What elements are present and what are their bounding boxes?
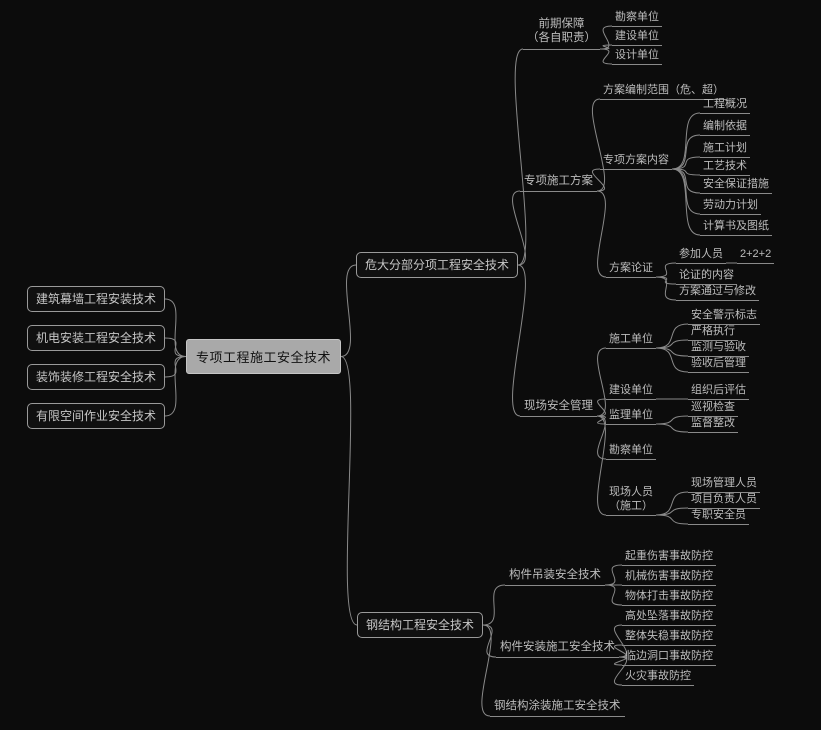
sub-topic[interactable]: 施工计划 xyxy=(700,142,750,158)
branch-line xyxy=(596,190,607,278)
branch-topic[interactable]: 钢结构涂装施工安全技术 xyxy=(490,698,625,718)
sub-topic[interactable]: 项目负责人员 xyxy=(688,493,760,509)
branch-line xyxy=(164,298,187,357)
branch-line xyxy=(655,514,689,525)
sub-topic[interactable]: 专职安全员 xyxy=(688,509,749,525)
branch-line xyxy=(164,337,187,357)
sub-topic[interactable]: 安全警示标志 xyxy=(688,309,760,325)
branch-line xyxy=(604,564,623,586)
sub-topic[interactable]: 监测与验收 xyxy=(688,341,749,357)
sub-topic[interactable]: 计算书及图纸 xyxy=(700,220,772,236)
main-topic[interactable]: 装饰装修工程安全技术 xyxy=(27,364,166,390)
branch-topic[interactable]: 构件安装施工安全技术 xyxy=(496,639,619,659)
branch-line xyxy=(671,168,701,236)
branch-line xyxy=(655,276,677,301)
branch-line xyxy=(482,584,506,626)
sub-topic[interactable]: 物体打击事故防控 xyxy=(622,590,716,606)
sub-topic[interactable]: 安全保证措施 xyxy=(700,178,772,194)
sub-topic[interactable]: 火灾事故防控 xyxy=(622,670,694,686)
sub-topic[interactable]: 施工单位 xyxy=(606,333,656,349)
branch-line xyxy=(655,339,689,349)
branch-line xyxy=(655,423,689,433)
branch-topic[interactable]: 前期保障 （各自职责） xyxy=(523,16,600,50)
branch-line xyxy=(596,415,607,516)
branch-line xyxy=(614,656,627,686)
branch-line xyxy=(599,44,613,50)
branch-line xyxy=(599,25,613,50)
sub-topic[interactable]: 起重伤害事故防控 xyxy=(622,550,716,566)
main-topic[interactable]: 有限空间作业安全技术 xyxy=(27,403,166,429)
branch-line xyxy=(596,415,607,425)
sub-topic[interactable]: 工艺技术 xyxy=(700,160,750,176)
sub-topic[interactable]: 勘察单位 xyxy=(612,11,662,27)
branch-line xyxy=(671,134,701,170)
sub-topic[interactable]: 验收后管理 xyxy=(688,357,749,373)
branch-line xyxy=(482,624,497,658)
branch-line xyxy=(655,507,689,516)
branch-line xyxy=(671,156,701,170)
branch-line xyxy=(512,264,526,417)
branch-topic[interactable]: 专项施工方案 xyxy=(520,173,597,193)
main-topic[interactable]: 机电安装工程安全技术 xyxy=(27,325,166,351)
sub-topic[interactable]: 高处坠落事故防控 xyxy=(622,610,716,626)
branch-topic[interactable]: 构件吊装安全技术 xyxy=(505,567,605,587)
sub-topic[interactable]: 劳动力计划 xyxy=(700,199,761,215)
sub-topic[interactable]: 论证的内容 xyxy=(676,269,737,285)
branch-line xyxy=(614,624,627,658)
branch-line xyxy=(613,644,628,658)
sub-topic[interactable]: 勘察单位 xyxy=(606,444,656,460)
branch-topic[interactable]: 现场安全管理 xyxy=(520,398,597,418)
central-topic[interactable]: 专项工程施工安全技术 xyxy=(186,339,342,374)
branch-line xyxy=(655,347,689,373)
sub-topic[interactable]: 专项方案内容 xyxy=(600,154,672,170)
branch-line xyxy=(596,398,607,417)
sub-topic[interactable]: 方案通过与修改 xyxy=(676,285,759,301)
branch-line xyxy=(512,190,526,266)
branch-line xyxy=(340,356,358,626)
main-topic[interactable]: 建筑幕墙工程安装技术 xyxy=(27,286,166,312)
sub-topic[interactable]: 监督整改 xyxy=(688,417,738,433)
branch-line xyxy=(604,584,623,606)
sub-topic[interactable]: 编制依据 xyxy=(700,120,750,136)
branch-line xyxy=(655,415,689,425)
sub-topic[interactable]: 设计单位 xyxy=(612,49,662,65)
branch-line xyxy=(655,262,677,278)
sub-topic[interactable]: 方案编制范围（危、超） xyxy=(600,84,727,100)
sub-topic[interactable]: 2+2+2 xyxy=(737,248,775,264)
sub-topic[interactable]: 现场人员 （施工） xyxy=(606,486,656,516)
sub-topic[interactable]: 建设单位 xyxy=(612,30,662,46)
branch-line xyxy=(592,168,605,192)
branch-line xyxy=(655,347,689,357)
sub-topic[interactable]: 建设单位 xyxy=(606,384,656,400)
branch-line xyxy=(599,48,613,65)
branch-line xyxy=(514,48,527,266)
branch-line xyxy=(671,168,701,194)
branch-line xyxy=(340,264,357,357)
branch-line xyxy=(591,98,606,192)
sub-topic[interactable]: 方案论证 xyxy=(606,262,656,278)
sub-topic[interactable]: 工程概况 xyxy=(700,98,750,114)
branch-line xyxy=(164,356,187,417)
sub-topic[interactable]: 组织后评估 xyxy=(688,384,749,400)
sub-topic[interactable]: 参加人员 xyxy=(676,248,726,264)
branch-line xyxy=(671,112,701,170)
main-topic[interactable]: 危大分部分项工程安全技术 xyxy=(356,252,519,278)
sub-topic[interactable]: 巡视检查 xyxy=(688,401,738,417)
sub-topic[interactable]: 监理单位 xyxy=(606,409,656,425)
sub-topic[interactable]: 临边洞口事故防控 xyxy=(622,650,716,666)
sub-topic[interactable]: 整体失稳事故防控 xyxy=(622,630,716,646)
branch-line xyxy=(596,347,607,417)
branch-line xyxy=(481,624,492,717)
main-topic[interactable]: 钢结构工程安全技术 xyxy=(357,612,484,638)
sub-topic[interactable]: 严格执行 xyxy=(688,325,738,341)
sub-topic[interactable]: 现场管理人员 xyxy=(688,477,760,493)
branch-line xyxy=(596,415,607,460)
branch-line xyxy=(613,656,628,666)
sub-topic[interactable]: 机械伤害事故防控 xyxy=(622,570,716,586)
